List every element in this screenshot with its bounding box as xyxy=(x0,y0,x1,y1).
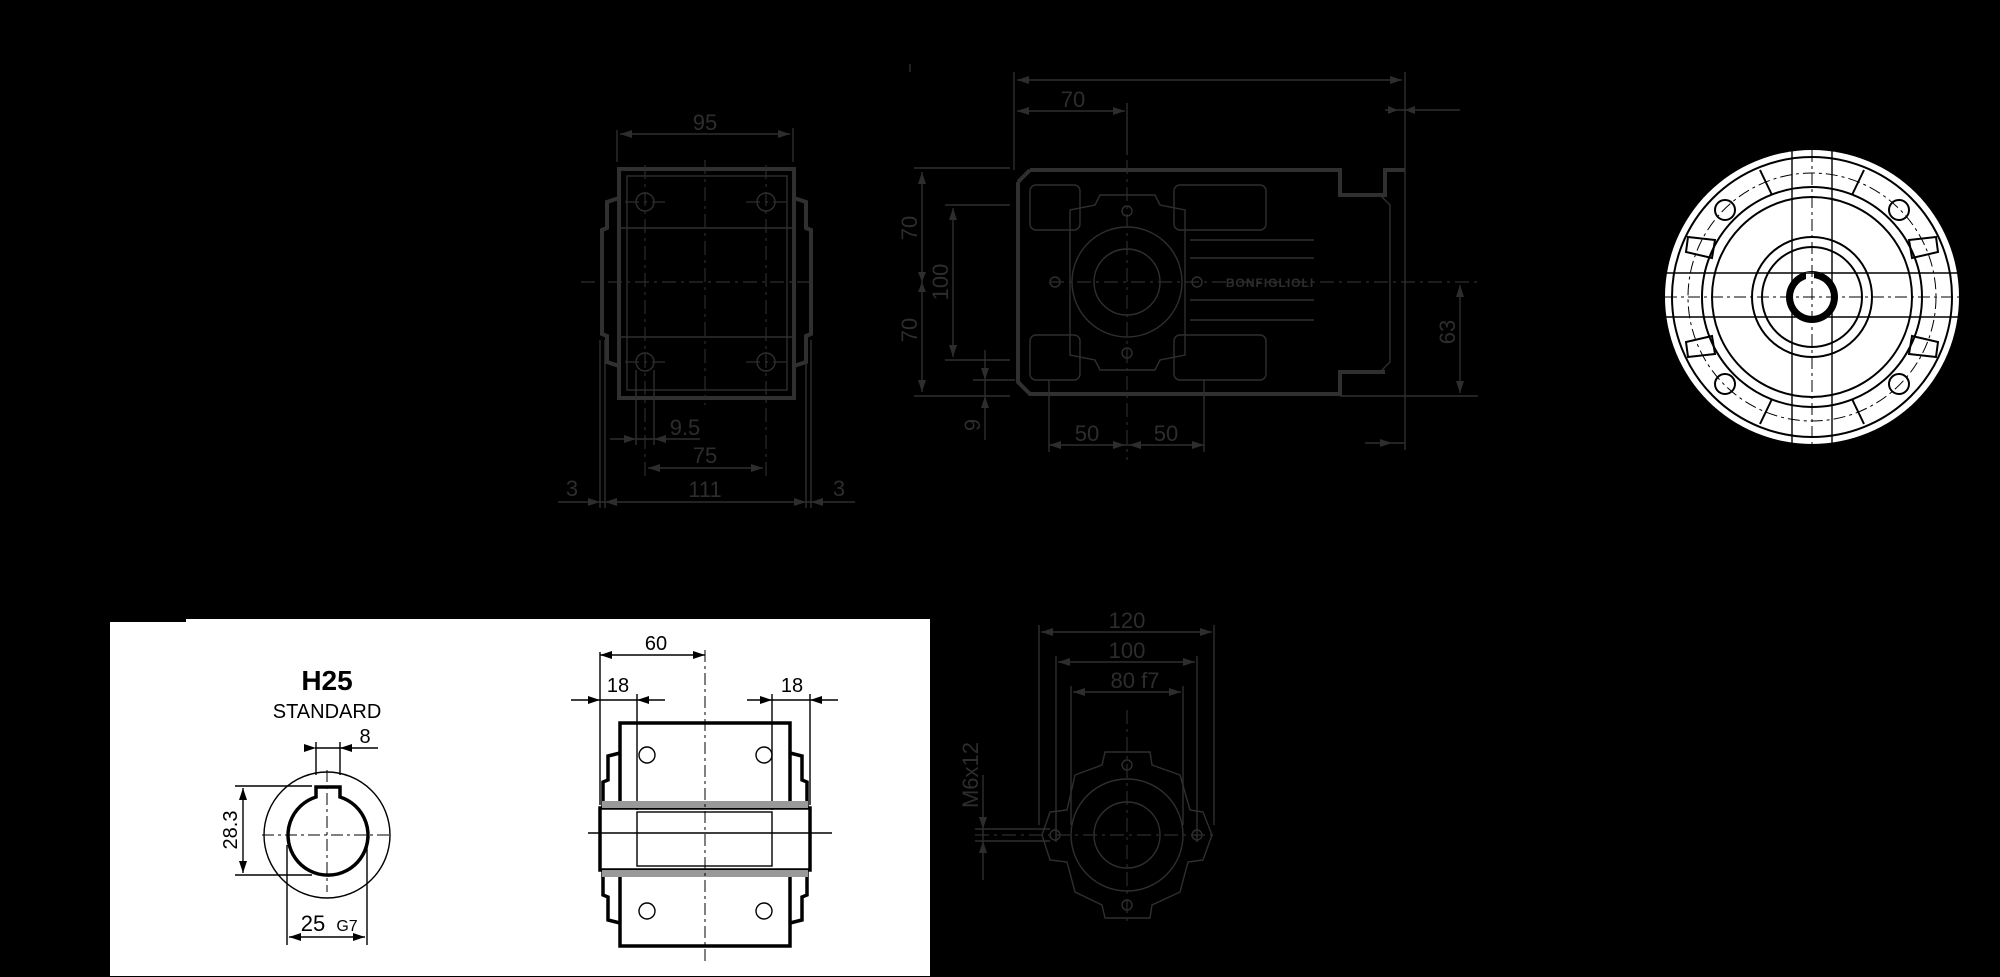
output-flange-view: 120 100 80 f7 M6x12 xyxy=(958,608,1215,925)
dim-9: 9 xyxy=(960,419,985,431)
dim-75: 75 xyxy=(693,443,717,468)
panel-subtitle: STANDARD xyxy=(273,701,382,723)
dim-100-vertical: 100 xyxy=(928,264,953,301)
dim-18-right: 18 xyxy=(781,675,803,697)
dim-80-f7: 80 f7 xyxy=(1111,668,1160,693)
brand-label: BONFIGLIOLI xyxy=(1226,276,1314,290)
dim-60: 60 xyxy=(645,633,667,655)
hollow-shaft-section: H25 STANDARD 8 28.3 25 G7 60 xyxy=(220,633,838,965)
panel-notch xyxy=(110,619,186,622)
dim-70-axis: 70 xyxy=(1061,87,1085,112)
dim-111: 111 xyxy=(688,477,721,502)
dim-63: 63 xyxy=(1435,320,1460,344)
dim-3-right: 3 xyxy=(833,476,845,501)
front-view: 95 9.5 75 xyxy=(558,110,855,508)
dim-bore-tolerance: G7 xyxy=(336,918,357,935)
dim-bore-dia: 25 xyxy=(301,911,325,936)
hollow-shaft-panel xyxy=(110,619,930,976)
motor-flange-view xyxy=(1665,150,1960,444)
dim-key-height: 28.3 xyxy=(220,811,242,850)
dim-70-lower: 70 xyxy=(897,318,922,342)
dim-9-5: 9.5 xyxy=(670,415,701,440)
dim-100: 100 xyxy=(1109,638,1146,663)
dim-70-upper: 70 xyxy=(897,216,922,240)
panel-title: H25 xyxy=(301,665,352,696)
dim-m6x12: M6x12 xyxy=(958,742,983,808)
dim-120: 120 xyxy=(1109,608,1146,633)
dim-50-right: 50 xyxy=(1154,421,1178,446)
dim-key-width: 8 xyxy=(359,726,370,748)
dim-50-left: 50 xyxy=(1075,421,1099,446)
dim-3-left: 3 xyxy=(566,476,578,501)
dim-18-left: 18 xyxy=(607,675,629,697)
dim-95: 95 xyxy=(693,110,717,135)
side-view: 70 BONFIGLIOLI 70 70 xyxy=(897,64,1480,460)
